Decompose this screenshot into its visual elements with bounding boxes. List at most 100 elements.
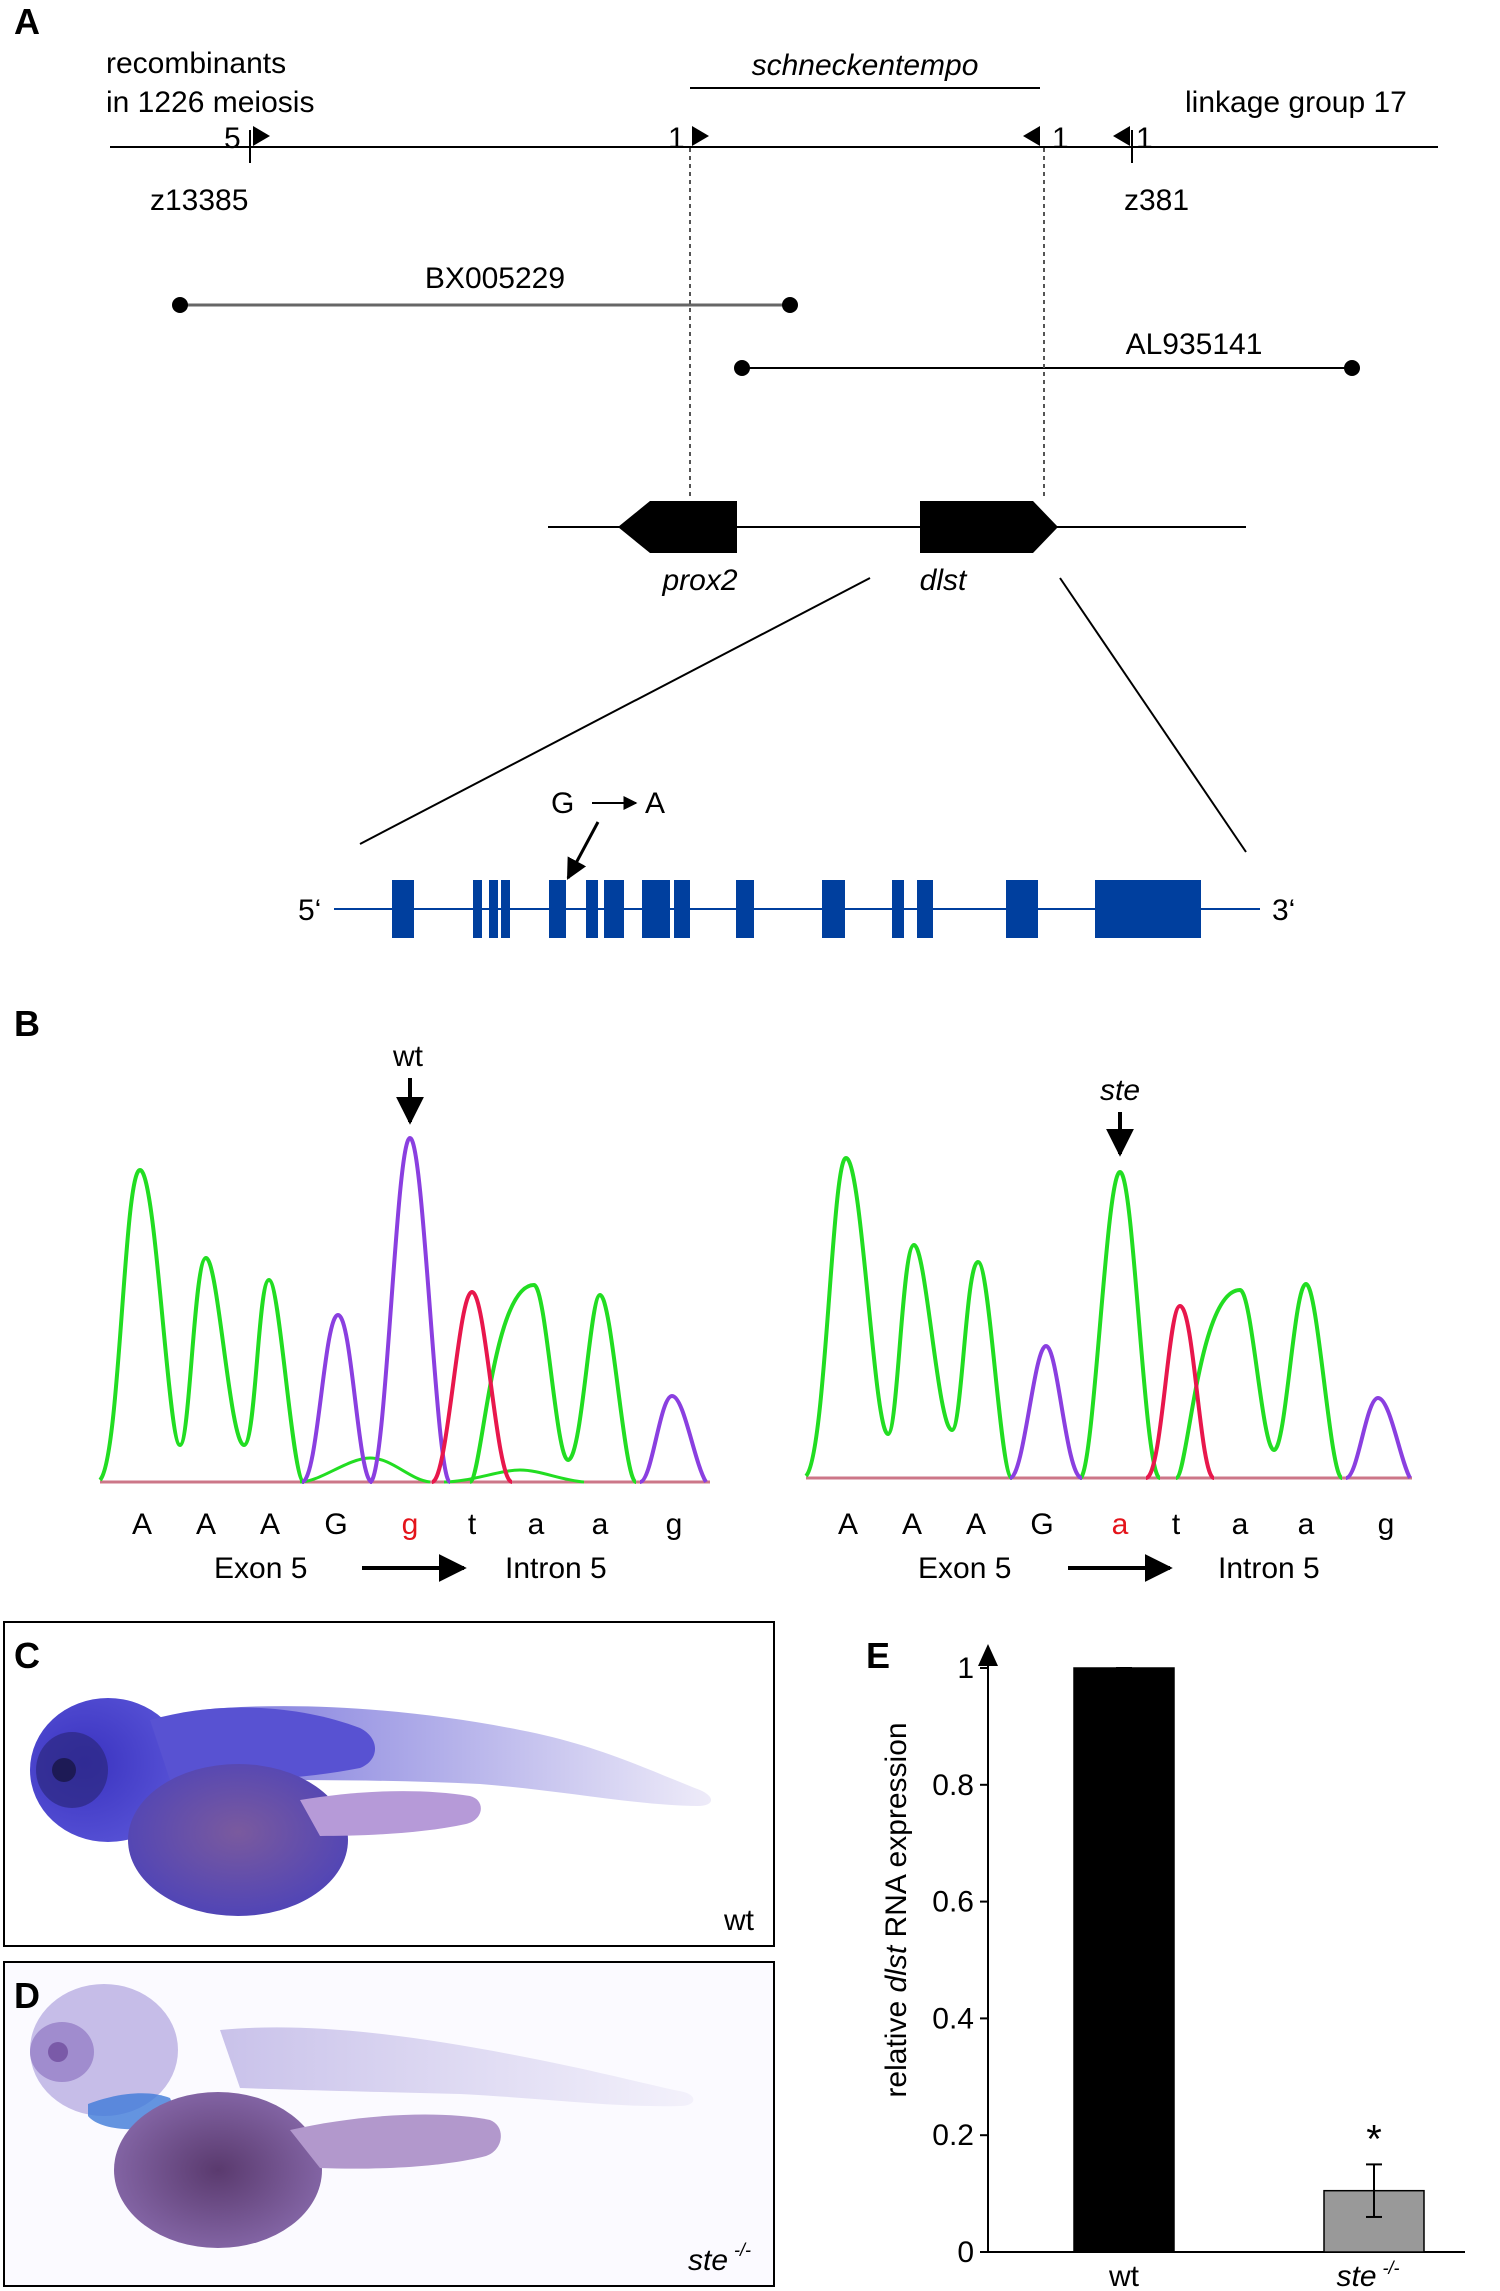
ste-base-3: A (966, 1508, 986, 1541)
dlst-label: dlst (920, 564, 968, 597)
panel-b-letter: B (14, 1003, 40, 1044)
bar-chart: 0 0.2 0.4 0.6 0.8 1 * wt ste-/- (932, 1644, 1465, 2291)
exon-4 (501, 880, 510, 938)
ste-embryo-tail (220, 2027, 694, 2107)
exon-7 (604, 880, 624, 938)
zoom-line-left (359, 577, 871, 845)
wt-base-8: a (592, 1508, 609, 1541)
wt-embryo-yolk (128, 1764, 348, 1916)
ste-embryo-image (30, 1984, 694, 2248)
ste-base-2: A (902, 1508, 922, 1541)
ste-chromatogram (804, 1155, 1412, 1480)
wt-chromatogram (98, 1135, 710, 1484)
ste-embryo-yolk-extension (290, 2114, 501, 2169)
x-label-wt: wt (1108, 2260, 1140, 2291)
panel-d: D ste -/- (3, 1961, 775, 2287)
ste-embryo-pupil (48, 2042, 68, 2062)
wt-base-3: A (260, 1508, 280, 1541)
panel-c: C wt (3, 1621, 775, 1947)
wt-base-7: a (528, 1508, 545, 1541)
exon-12 (892, 880, 904, 938)
ste-embryo-head (30, 1984, 178, 2116)
count-mid-right: 1 (1052, 122, 1069, 155)
exon-2 (473, 880, 482, 938)
ste-trace-g-last (1345, 1395, 1412, 1480)
wt-base-6: t (468, 1508, 477, 1541)
marker-triangle-left (253, 126, 270, 146)
count-mid-left: 1 (668, 122, 685, 155)
marker-triangle-mid-right (1023, 126, 1040, 146)
ste-base-9: g (1378, 1508, 1395, 1541)
mutation-pointer (566, 821, 600, 880)
exon-14 (1006, 880, 1038, 938)
panel-a-letter: A (14, 1, 40, 42)
y-tick-label: 0.8 (932, 1769, 974, 1802)
meiosis-label: in 1226 meiosis (106, 86, 314, 119)
exon-8 (642, 880, 670, 938)
exon-blocks (392, 880, 1201, 938)
significance-marker: * (1366, 2117, 1382, 2161)
wt-base-4: G (324, 1508, 347, 1541)
ste-embryo-yolk (114, 2092, 322, 2248)
wt-base-2: A (196, 1508, 216, 1541)
wt-trace-g (300, 1312, 374, 1484)
wt-trace-g-peak (368, 1135, 452, 1484)
y-axis-arrowhead (978, 1644, 998, 1666)
clone2-label: AL935141 (1126, 328, 1263, 361)
panel-d-letter: D (14, 1975, 40, 2016)
panel-e-letter: E (866, 1635, 890, 1676)
ste-trace-aaa (804, 1155, 1014, 1480)
wt-base-9: g (666, 1508, 683, 1541)
exon-13 (917, 880, 933, 938)
y-tick-label: 0 (957, 2236, 974, 2269)
exon-5 (549, 880, 566, 938)
clone1-end-right (782, 297, 798, 313)
linkage-group-label: linkage group 17 (1185, 86, 1407, 119)
prox2-gene (618, 501, 737, 553)
wt-embryo-body (150, 1707, 375, 1781)
wt-trace-aa (468, 1282, 638, 1484)
clone2-end-left (734, 360, 750, 376)
panel-c-genotype: wt (723, 1904, 755, 1937)
y-tick-label: 0.4 (932, 2002, 974, 2035)
y-tick-label: 1 (957, 1652, 974, 1685)
panel-c-letter: C (14, 1635, 40, 1676)
ste-base-7: a (1232, 1508, 1249, 1541)
exon-6 (586, 880, 598, 938)
x-label-ste: ste-/- (1336, 2258, 1399, 2291)
ste-base-1: A (838, 1508, 858, 1541)
recombinants-label: recombinants (106, 47, 286, 80)
marker-left-label: z13385 (150, 184, 248, 217)
wt-base-5: g (402, 1508, 419, 1541)
ste-base-4: G (1030, 1508, 1053, 1541)
mutation-from: G (551, 787, 574, 820)
marker-triangle-mid-left (692, 126, 709, 146)
exon-10 (736, 880, 754, 938)
count-left: 5 (224, 122, 241, 155)
y-tick-label: 0.2 (932, 2119, 974, 2152)
wt-trace-low-green2 (443, 1468, 585, 1484)
five-prime-label: 5‘ (298, 894, 321, 927)
ste-trace-aa (1174, 1281, 1344, 1480)
bar-wt (1073, 1667, 1175, 2253)
dlst-gene (920, 501, 1058, 553)
wt-trace-low-green (299, 1456, 431, 1484)
zoom-line-right (1059, 577, 1247, 853)
ste-base-8: a (1298, 1508, 1315, 1541)
exon-1 (392, 880, 414, 938)
ste-trace-t (1144, 1303, 1216, 1480)
wt-embryo-image (30, 1698, 712, 1916)
prox2-label: prox2 (661, 564, 737, 597)
marker-right-label: z381 (1124, 184, 1189, 217)
ste-trace-g (1008, 1343, 1084, 1480)
y-axis-label: relative dlst RNA expression (880, 1722, 913, 2097)
clone1-label: BX005229 (425, 262, 565, 295)
exon-11 (822, 880, 845, 938)
wt-chromatogram-label: wt (392, 1040, 424, 1073)
ste-intron-label: Intron 5 (1218, 1552, 1320, 1585)
ste-exon-label: Exon 5 (918, 1552, 1011, 1585)
y-tick-label: 0.6 (932, 1886, 974, 1919)
